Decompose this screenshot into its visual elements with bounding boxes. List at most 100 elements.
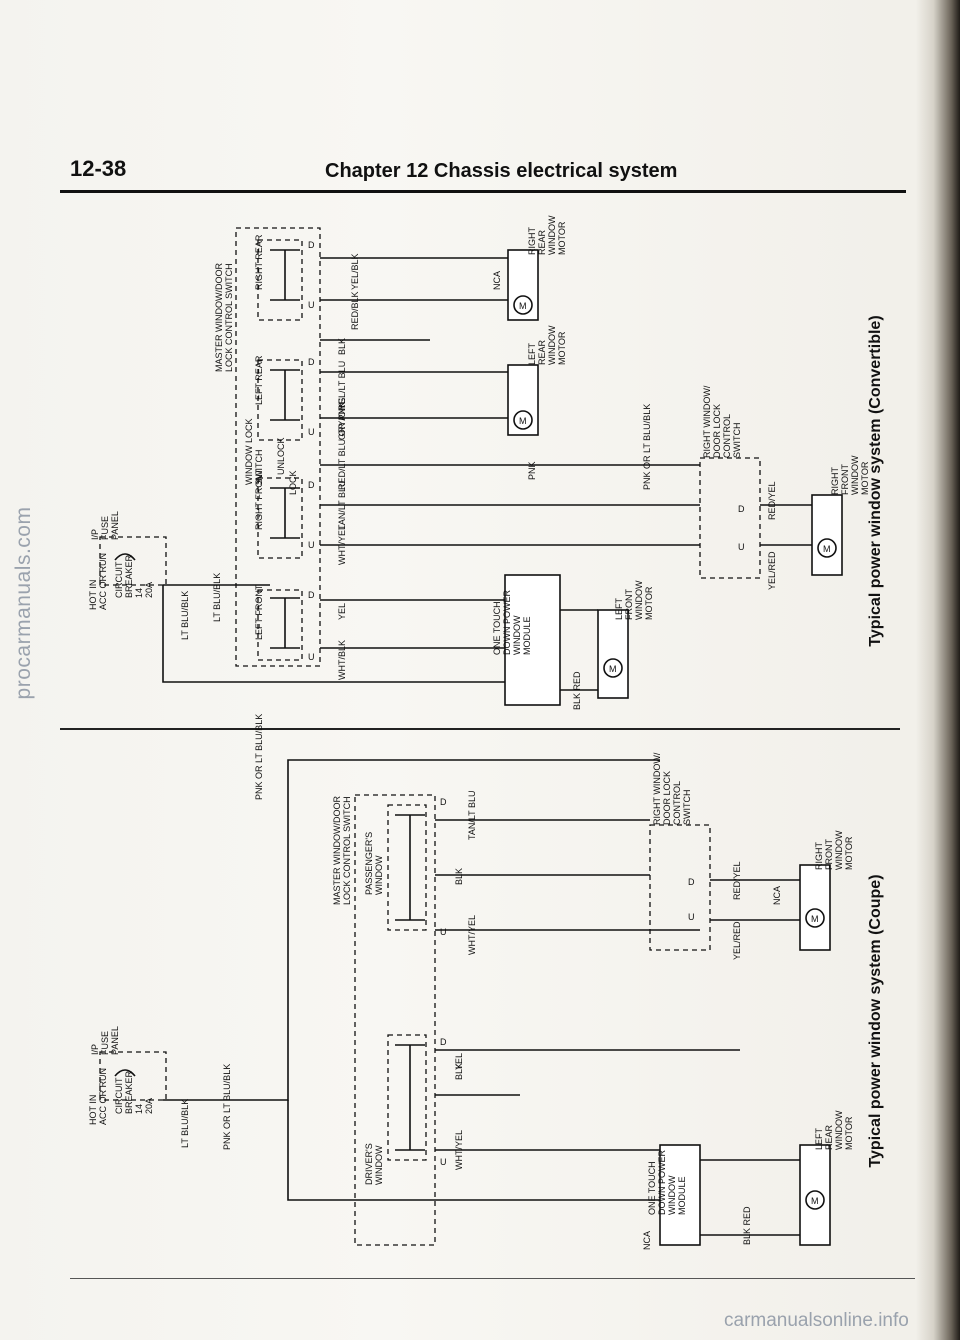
coupe-diagram: HOT IN ACC OR RUN CIRCUIT BREAKER 14 20A… [88, 714, 854, 1250]
svg-text:PASSENGER'S: PASSENGER'S [364, 832, 374, 895]
svg-text:PNK OR LT BLU/BLK: PNK OR LT BLU/BLK [254, 714, 264, 800]
svg-text:SWITCH: SWITCH [732, 423, 742, 459]
svg-text:WINDOW: WINDOW [667, 1175, 677, 1215]
svg-text:CONTROL: CONTROL [672, 781, 682, 825]
svg-text:REAR: REAR [824, 1124, 834, 1150]
svg-text:LEFT: LEFT [527, 342, 537, 365]
watermark-carmanualsonline: carmanualsonline.info [724, 1310, 909, 1331]
conv-feed-wire [162, 585, 505, 683]
svg-text:MOTOR: MOTOR [844, 836, 854, 870]
coupe-wire-color-tags: WHT/YEL TAN/LT BLU BLK BLK WHT/YEL YEL N… [454, 790, 782, 1250]
svg-text:U: U [308, 540, 315, 550]
svg-text:WHT/YEL: WHT/YEL [467, 915, 477, 955]
page-header: 12-38 Chapter 12 Chassis electrical syst… [60, 152, 920, 192]
svg-text:ONE TOUCH: ONE TOUCH [492, 601, 502, 655]
svg-text:WINDOW: WINDOW [374, 855, 384, 895]
conv-wire-ltblu-blk: LT BLU/BLK [180, 591, 190, 640]
svg-text:20A: 20A [144, 1098, 154, 1114]
svg-text:MODULE: MODULE [677, 1176, 687, 1215]
svg-text:U: U [440, 1157, 447, 1167]
svg-text:FRONT: FRONT [624, 589, 634, 620]
coupe-right-switch-u: U [688, 912, 695, 922]
svg-text:NCA: NCA [642, 1231, 652, 1250]
svg-text:M: M [519, 416, 527, 426]
coupe-master-switch-label: MASTER WINDOW/DOOR LOCK CONTROL SWITCH [332, 796, 352, 905]
coupe-right-front-motor-label: RIGHT FRONT WINDOW MOTOR [814, 830, 854, 870]
svg-text:U: U [308, 652, 315, 662]
svg-text:CIRCUIT: CIRCUIT [114, 561, 124, 598]
coupe-right-front-motor-box [799, 864, 831, 951]
svg-text:MOTOR: MOTOR [557, 331, 567, 365]
conv-right-switch-u: U [738, 542, 745, 552]
svg-text:20A: 20A [144, 582, 154, 598]
svg-text:D: D [308, 480, 315, 490]
conv-right-switch-wires [760, 504, 812, 546]
footer-rule [70, 1278, 915, 1279]
svg-text:FRONT: FRONT [824, 839, 834, 870]
conv-right-rear-motor-label: RIGHT REAR WINDOW MOTOR [527, 215, 567, 255]
svg-text:U: U [308, 427, 315, 437]
conv-wire-ltblu-blk-2: LT BLU/BLK [212, 573, 222, 622]
svg-text:WINDOW: WINDOW [834, 830, 844, 870]
svg-text:RED/LT BLU OR PNK: RED/LT BLU OR PNK [337, 402, 347, 490]
conv-u-d-markers: D U D U D U D U [308, 240, 315, 662]
conv-module-motor-wires [560, 609, 598, 691]
conv-unlock-lock: UNLOCK LOCK [276, 437, 298, 495]
svg-text:D: D [440, 797, 447, 807]
svg-text:YEL: YEL [454, 1053, 464, 1070]
svg-text:WINDOW: WINDOW [834, 1110, 844, 1150]
svg-text:TAN/LT BLU: TAN/LT BLU [337, 480, 347, 530]
svg-text:BLK: BLK [337, 338, 347, 355]
conv-right-switch-box [699, 457, 761, 579]
svg-text:ONE TOUCH: ONE TOUCH [647, 1161, 657, 1215]
conv-master-switch-label: MASTER WINDOW/DOOR LOCK CONTROL SWITCH [214, 263, 234, 372]
conv-left-front-motor [603, 658, 623, 678]
svg-text:WHT/YEL: WHT/YEL [337, 525, 347, 565]
page-number: 12-38 [70, 156, 127, 181]
coupe-one-touch-module [659, 1144, 701, 1246]
svg-text:BREAKER: BREAKER [124, 554, 134, 598]
svg-text:RIGHT: RIGHT [527, 227, 537, 256]
conv-breaker-labels: CIRCUIT BREAKER 14 20A [114, 554, 154, 598]
coupe-right-switch-label: RIGHT WINDOW/ DOOR LOCK CONTROL SWITCH [652, 752, 692, 825]
svg-text:D: D [308, 240, 315, 250]
svg-text:PNK OR LT BLU/BLK: PNK OR LT BLU/BLK [222, 1064, 232, 1150]
svg-text:MOTOR: MOTOR [844, 1116, 854, 1150]
coupe-switch-sections [387, 804, 427, 1161]
svg-text:UNLOCK: UNLOCK [276, 437, 286, 475]
svg-text:YEL/RED: YEL/RED [732, 921, 742, 960]
svg-text:YEL: YEL [337, 603, 347, 620]
coupe-master-switch-box [354, 794, 436, 1246]
conv-right-front-motor [817, 538, 837, 558]
coupe-left-rear-motor [805, 1190, 825, 1210]
svg-text:LOCK: LOCK [288, 470, 298, 495]
conv-switch-label-rr: RIGHT REAR [254, 234, 264, 290]
svg-text:RED/YEL: RED/YEL [767, 481, 777, 520]
svg-text:GRY/ORG: GRY/ORG [337, 398, 347, 440]
conv-switch-sections [257, 239, 303, 661]
svg-text:YEL/LT BLU: YEL/LT BLU [337, 361, 347, 410]
svg-text:FRONT: FRONT [840, 464, 850, 495]
svg-text:M: M [519, 301, 527, 311]
convertible-diagram: HOT IN ACC OR RUN CIRCUIT BREAKER 14 20A… [88, 215, 870, 710]
svg-text:WINDOW LOCK: WINDOW LOCK [244, 419, 254, 486]
svg-text:LOCK CONTROL SWITCH: LOCK CONTROL SWITCH [224, 263, 234, 372]
svg-text:MASTER WINDOW/DOOR: MASTER WINDOW/DOOR [332, 796, 342, 905]
svg-text:D: D [440, 1037, 447, 1047]
svg-text:BLK RED: BLK RED [742, 1206, 752, 1245]
coupe-wire-ltblu-blk: LT BLU/BLK [180, 1099, 190, 1148]
svg-text:D: D [308, 590, 315, 600]
coupe-right-switch-wires [710, 879, 800, 921]
coupe-fuse-labels: I/P FUSE PANEL [90, 1026, 120, 1055]
coupe-module-motor-wires [700, 1159, 800, 1236]
svg-text:CIRCUIT: CIRCUIT [114, 1077, 124, 1114]
chapter-title: Chapter 12 Chassis electrical system [325, 160, 678, 182]
svg-text:ACC OR RUN: ACC OR RUN [98, 1068, 108, 1125]
svg-text:LT BLU/BLK: LT BLU/BLK [180, 1099, 190, 1148]
svg-text:WINDOW: WINDOW [850, 455, 860, 495]
coupe-breaker-symbol [114, 1069, 136, 1077]
coupe-module-label: ONE TOUCH DOWN POWER WINDOW MODULE [647, 1150, 687, 1215]
svg-text:M: M [823, 544, 831, 554]
